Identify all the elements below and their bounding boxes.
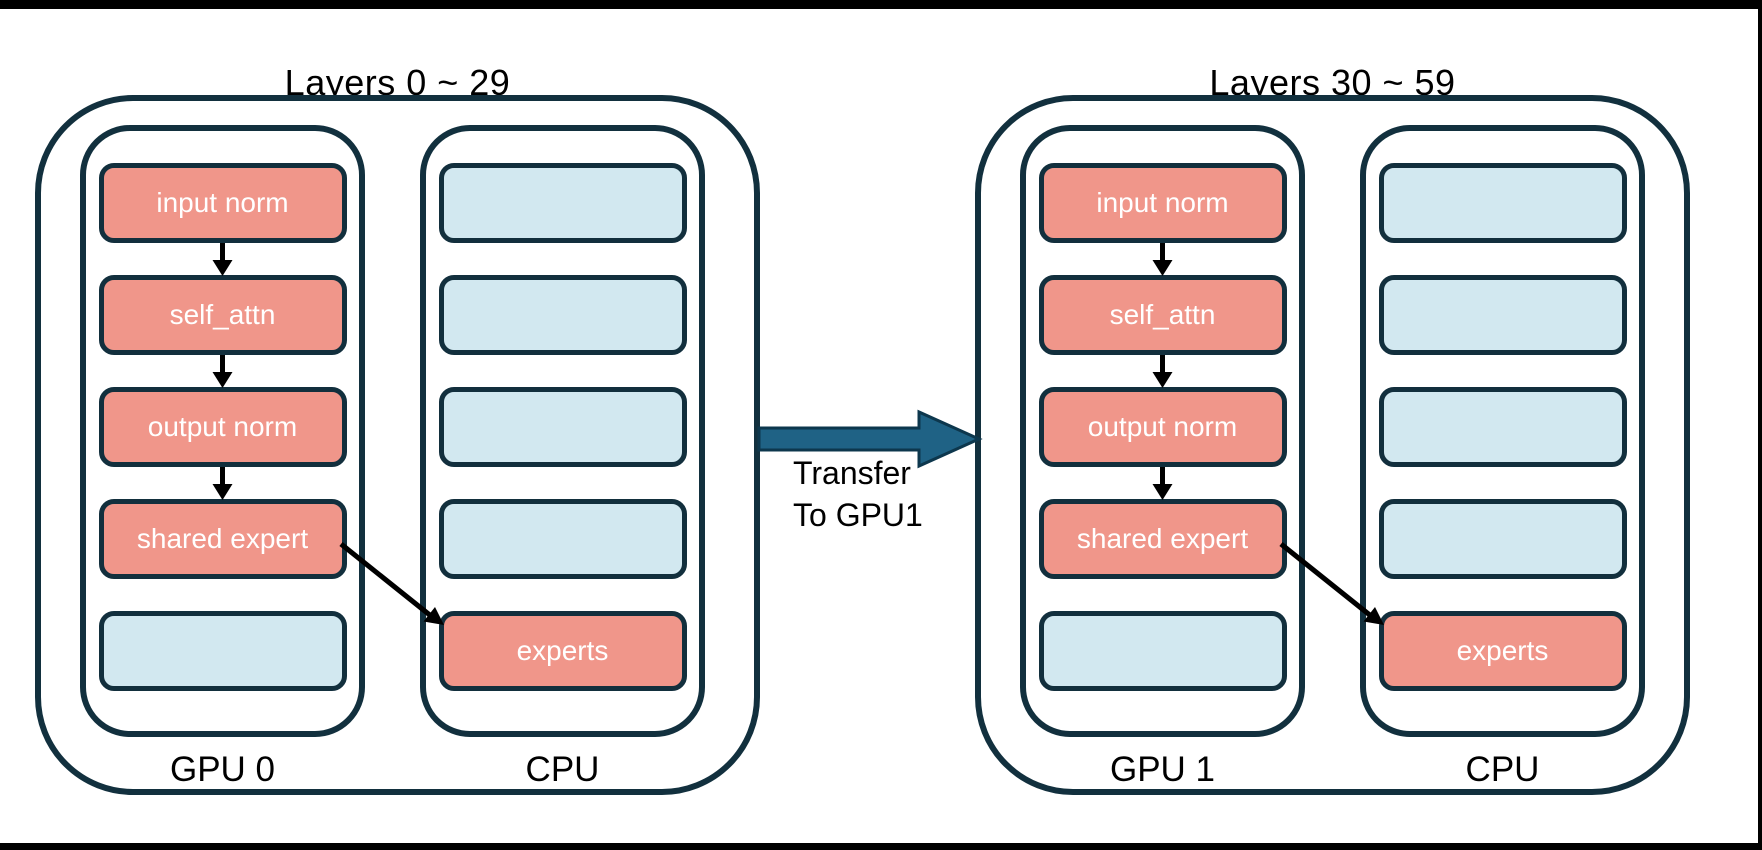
gpu1-label: GPU 1 — [1109, 750, 1216, 789]
cpu-column: experts — [420, 125, 705, 737]
empty-slot — [1378, 499, 1627, 579]
empty-slot — [98, 611, 347, 691]
layer-group-30-59: Layers 30 ~ 59 input norm self_attn outp… — [975, 62, 1690, 795]
empty-slot — [438, 499, 687, 579]
box-output-norm: output norm — [98, 387, 347, 467]
transfer-caption: Transfer To GPU1 — [793, 452, 923, 536]
box-self-attn: self_attn — [1038, 275, 1287, 355]
box-shared-expert: shared expert — [98, 499, 347, 579]
box-experts: experts — [438, 611, 687, 691]
box-output-norm: output norm — [1038, 387, 1287, 467]
cpu-column: experts — [1360, 125, 1645, 737]
transfer-caption-line1: Transfer — [793, 455, 911, 491]
right-edge-bar — [1758, 0, 1762, 850]
layer-group-0-29: Layers 0 ~ 29 input norm self_attn outpu… — [35, 62, 760, 795]
gpu0-label: GPU 0 — [169, 750, 276, 789]
box-input-norm: input norm — [98, 163, 347, 243]
transfer-caption-line2: To GPU1 — [793, 497, 923, 533]
empty-slot — [1378, 163, 1627, 243]
gpu0-column: input norm self_attn output norm shared … — [80, 125, 365, 737]
gpu1-column: input norm self_attn output norm shared … — [1020, 125, 1305, 737]
box-input-norm: input norm — [1038, 163, 1287, 243]
box-experts: experts — [1378, 611, 1627, 691]
empty-slot — [438, 275, 687, 355]
empty-slot — [438, 163, 687, 243]
empty-slot — [1378, 275, 1627, 355]
top-edge-bar — [0, 0, 1762, 9]
box-self-attn: self_attn — [98, 275, 347, 355]
empty-slot — [1038, 611, 1287, 691]
empty-slot — [1378, 387, 1627, 467]
box-shared-expert: shared expert — [1038, 499, 1287, 579]
bottom-edge-bar — [0, 843, 1762, 850]
cpu-label: CPU — [1465, 750, 1540, 789]
transfer-arrow-icon — [757, 409, 983, 469]
cpu-label: CPU — [525, 750, 600, 789]
empty-slot — [438, 387, 687, 467]
